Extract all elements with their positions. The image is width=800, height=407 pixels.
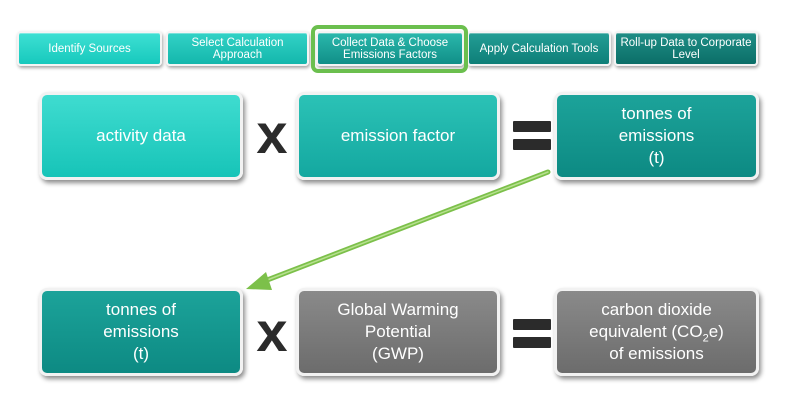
- gwp-line-2: Potential: [364, 322, 432, 341]
- emission-factor-label: emission factor: [340, 126, 456, 145]
- equals-operator-bottom-bar: [513, 139, 551, 150]
- step-label: Identify Sources: [48, 42, 131, 55]
- gwp-line-3: (GWP): [372, 344, 424, 363]
- activity-data-box: activity data: [39, 92, 243, 180]
- gwp-line-1: Global Warming: [337, 300, 459, 319]
- equals-operator-bottom-bar: [513, 337, 551, 348]
- step-identify-sources[interactable]: Identify Sources: [17, 31, 162, 66]
- input-line-2: emissions: [103, 322, 179, 341]
- co2e-line-1: carbon dioxide: [601, 300, 712, 319]
- result-line-3: (t): [648, 148, 665, 167]
- step-select-calculation-approach[interactable]: Select Calculation Approach: [166, 31, 309, 66]
- input-line-3: (t): [132, 344, 150, 363]
- step-apply-calculation-tools[interactable]: Apply Calculation Tools: [467, 31, 611, 66]
- equals-operator-top-bar: [513, 121, 551, 132]
- multiply-operator: x: [256, 300, 288, 363]
- result-line-1: tonnes of: [621, 104, 692, 123]
- step-label: Roll-up Data to Corporate Level: [620, 36, 752, 61]
- step-collect-data[interactable]: Collect Data & Choose Emissions Factors: [316, 31, 464, 66]
- step-label: Apply Calculation Tools: [479, 42, 599, 55]
- co2e-line-2: equivalent (CO2e): [589, 322, 724, 345]
- equals-operator-top-bar: [513, 319, 551, 330]
- global-warming-potential-box: Global Warming Potential (GWP): [296, 288, 500, 376]
- tonnes-of-emissions-result-box: tonnes of emissions (t): [554, 92, 759, 180]
- step-label: Collect Data & Choose Emissions Factors: [331, 36, 449, 61]
- input-line-1: tonnes of: [106, 300, 176, 319]
- multiply-operator: x: [256, 102, 288, 165]
- step-label: Select Calculation Approach: [191, 36, 284, 61]
- activity-data-label: activity data: [96, 126, 186, 145]
- result-line-2: emissions: [618, 126, 695, 145]
- tonnes-of-emissions-input-box: tonnes of emissions (t): [39, 288, 243, 376]
- current-step-highlight: [311, 25, 468, 73]
- step-roll-up-data[interactable]: Roll-up Data to Corporate Level: [614, 31, 758, 66]
- co2-equivalent-box: carbon dioxide equivalent (CO2e) of emis…: [554, 288, 759, 376]
- emission-factor-box: emission factor: [296, 92, 500, 180]
- co2e-line-3: of emissions: [609, 344, 704, 363]
